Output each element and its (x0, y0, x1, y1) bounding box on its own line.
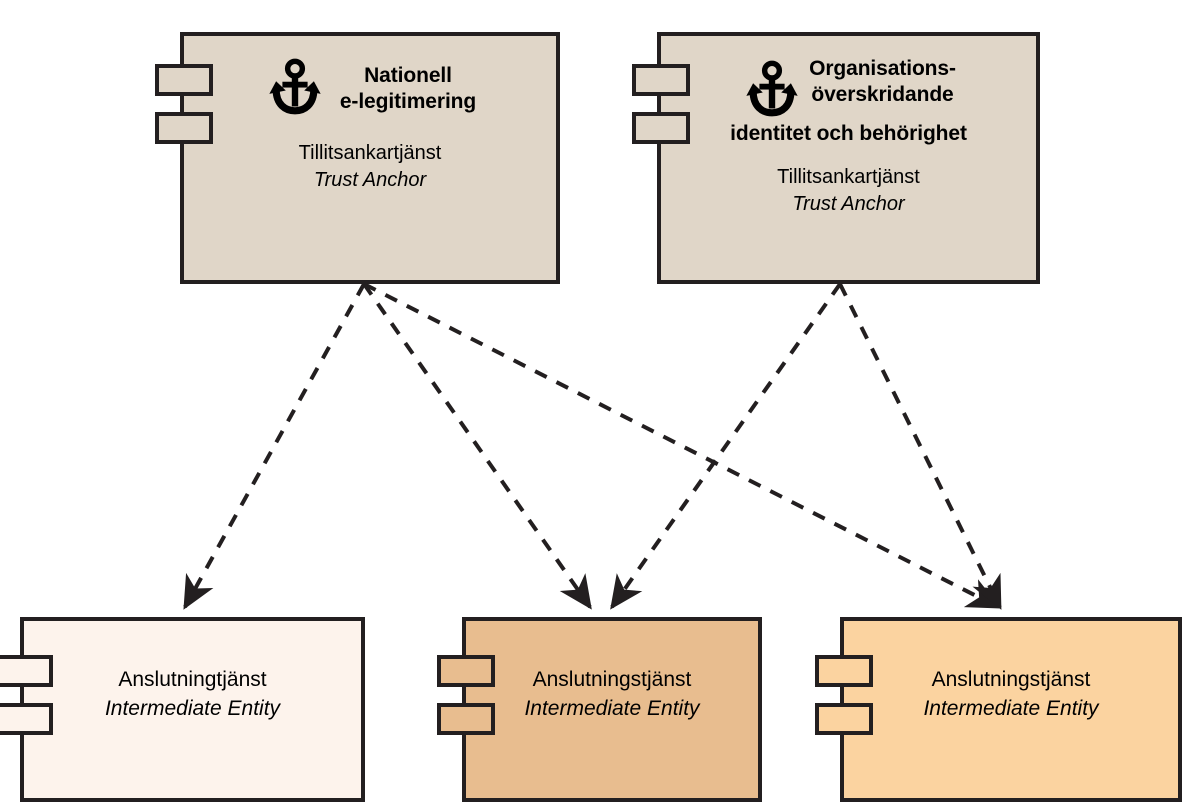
component-header: Nationell e-legitimering (184, 58, 556, 120)
edge-national-to-intermediate-3 (363, 282, 1001, 609)
component-port-bottom (437, 703, 495, 735)
component-cross-org-identity[interactable]: Organisations- överskridande identitet o… (632, 32, 1040, 284)
component-header: Organisations- överskridande (661, 56, 1036, 122)
component-intermediate-1[interactable]: Anslutningtjänst Intermediate Entity (0, 617, 365, 802)
component-port-bottom (0, 703, 53, 735)
component-title-line-2: överskridande (811, 83, 954, 106)
component-role-en: Intermediate Entity (923, 697, 1099, 720)
edge-crossorg-to-intermediate-2 (610, 282, 842, 610)
component-role-sv: Tillitsankartjänst (777, 166, 920, 188)
component-role-en: Trust Anchor (313, 169, 427, 191)
anchor-icon (269, 58, 321, 115)
edge-national-to-intermediate-1 (183, 283, 366, 610)
component-role-en: Trust Anchor (792, 193, 905, 215)
component-port-bottom (155, 112, 213, 144)
anchor-icon (746, 60, 798, 117)
component-intermediate-3[interactable]: Anslutningstjänst Intermediate Entity (815, 617, 1182, 802)
component-role-en: Intermediate Entity (104, 697, 281, 720)
component-port-top (437, 655, 495, 687)
component-port-top (632, 64, 690, 96)
component-role: Tillitsankartjänst Trust Anchor (777, 164, 920, 218)
component-role: Anslutningstjänst Intermediate Entity (844, 665, 1178, 723)
component-port-bottom (815, 703, 873, 735)
component-role-sv: Anslutningstjänst (931, 668, 1091, 691)
component-national-eid[interactable]: Nationell e-legitimering Tillitsankartjä… (155, 32, 560, 284)
component-port-top (815, 655, 873, 687)
component-intermediate-2[interactable]: Anslutningstjänst Intermediate Entity (437, 617, 762, 802)
edge-crossorg-to-intermediate-3 (838, 283, 1002, 610)
edge-national-to-intermediate-2 (362, 282, 592, 610)
component-title-line-1: Nationell (364, 64, 452, 87)
component-port-bottom (632, 112, 690, 144)
component-role-sv: Tillitsankartjänst (298, 142, 442, 164)
component-port-top (155, 64, 213, 96)
component-port-top (0, 655, 53, 687)
component-title: Organisations- överskridande (809, 56, 956, 108)
component-role-sv: Anslutningstjänst (532, 668, 692, 691)
component-role-sv: Anslutningtjänst (118, 668, 267, 691)
component-title-line-2: e-legitimering (339, 90, 477, 113)
component-role: Anslutningstjänst Intermediate Entity (466, 665, 758, 723)
component-role: Anslutningtjänst Intermediate Entity (24, 665, 361, 723)
component-role-en: Intermediate Entity (524, 697, 700, 720)
component-title-line-3: identitet och behörighet (730, 122, 967, 145)
component-title-line-1: Organisations- (809, 57, 956, 80)
component-title: Nationell e-legitimering (340, 63, 476, 115)
component-role: Tillitsankartjänst Trust Anchor (299, 140, 442, 194)
